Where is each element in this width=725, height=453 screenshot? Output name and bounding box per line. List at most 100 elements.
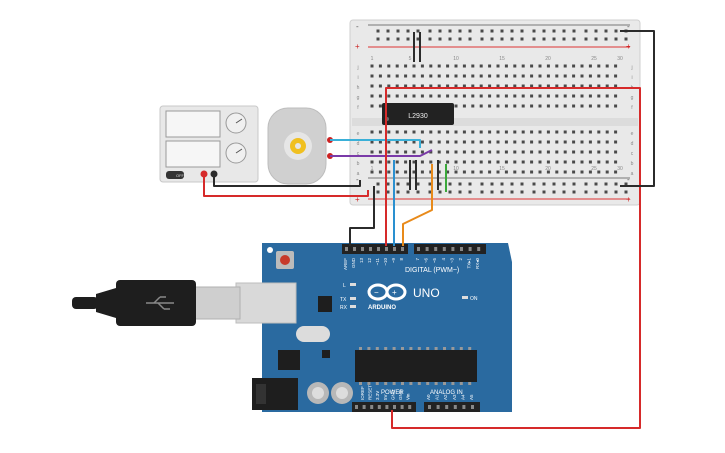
- rail-hole[interactable]: [572, 37, 576, 41]
- header-pin[interactable]: [400, 405, 404, 409]
- breadboard-hole[interactable]: [555, 94, 559, 98]
- rail-hole[interactable]: [428, 29, 432, 33]
- rail-hole[interactable]: [416, 37, 420, 41]
- breadboard-hole[interactable]: [437, 64, 441, 68]
- breadboard-hole[interactable]: [538, 74, 542, 78]
- breadboard-hole[interactable]: [479, 74, 483, 78]
- rail-hole[interactable]: [428, 37, 432, 41]
- rail-hole[interactable]: [532, 29, 536, 33]
- breadboard-hole[interactable]: [521, 84, 525, 88]
- rail-hole[interactable]: [584, 37, 588, 41]
- rail-hole[interactable]: [490, 182, 494, 186]
- breadboard-hole[interactable]: [488, 160, 492, 164]
- breadboard-hole[interactable]: [513, 160, 517, 164]
- header-pin[interactable]: [460, 247, 463, 251]
- rail-hole[interactable]: [594, 190, 598, 194]
- breadboard-hole[interactable]: [546, 170, 550, 174]
- breadboard-hole[interactable]: [370, 150, 374, 154]
- breadboard-hole[interactable]: [504, 130, 508, 134]
- breadboard-hole[interactable]: [496, 74, 500, 78]
- usb-cable[interactable]: [72, 280, 297, 326]
- header-pin[interactable]: [361, 247, 364, 251]
- breadboard-hole[interactable]: [462, 130, 466, 134]
- breadboard-hole[interactable]: [370, 160, 374, 164]
- breadboard-hole[interactable]: [530, 94, 534, 98]
- breadboard-hole[interactable]: [504, 94, 508, 98]
- breadboard-hole[interactable]: [546, 74, 550, 78]
- breadboard-hole[interactable]: [521, 104, 525, 108]
- rail-hole[interactable]: [448, 182, 452, 186]
- breadboard-hole[interactable]: [538, 94, 542, 98]
- rail-hole[interactable]: [614, 190, 618, 194]
- rail-hole[interactable]: [438, 29, 442, 33]
- breadboard-hole[interactable]: [513, 140, 517, 144]
- breadboard-hole[interactable]: [404, 140, 408, 144]
- breadboard-hole[interactable]: [605, 74, 609, 78]
- breadboard-hole[interactable]: [530, 130, 534, 134]
- breadboard-hole[interactable]: [530, 74, 534, 78]
- breadboard-hole[interactable]: [420, 74, 424, 78]
- breadboard-hole[interactable]: [605, 64, 609, 68]
- rail-hole[interactable]: [604, 190, 608, 194]
- breadboard-hole[interactable]: [605, 160, 609, 164]
- breadboard-hole[interactable]: [387, 64, 391, 68]
- rail-hole[interactable]: [458, 190, 462, 194]
- breadboard-hole[interactable]: [446, 140, 450, 144]
- breadboard-hole[interactable]: [563, 64, 567, 68]
- rail-hole[interactable]: [624, 37, 628, 41]
- rail-hole[interactable]: [542, 29, 546, 33]
- breadboard-hole[interactable]: [387, 150, 391, 154]
- breadboard-hole[interactable]: [479, 84, 483, 88]
- breadboard-hole[interactable]: [378, 140, 382, 144]
- header-pin[interactable]: [345, 247, 348, 251]
- rail-hole[interactable]: [376, 29, 380, 33]
- breadboard-hole[interactable]: [538, 170, 542, 174]
- header-pin[interactable]: [401, 247, 404, 251]
- breadboard-hole[interactable]: [572, 84, 576, 88]
- rail-hole[interactable]: [604, 182, 608, 186]
- breadboard-hole[interactable]: [429, 150, 433, 154]
- breadboard-hole[interactable]: [555, 104, 559, 108]
- breadboard-hole[interactable]: [378, 160, 382, 164]
- breadboard-hole[interactable]: [395, 84, 399, 88]
- breadboard-hole[interactable]: [605, 104, 609, 108]
- breadboard-hole[interactable]: [588, 64, 592, 68]
- header-pin[interactable]: [369, 247, 372, 251]
- rail-hole[interactable]: [448, 29, 452, 33]
- header-pin[interactable]: [442, 247, 446, 251]
- rail-hole[interactable]: [624, 182, 628, 186]
- breadboard-hole[interactable]: [488, 64, 492, 68]
- rail-hole[interactable]: [542, 190, 546, 194]
- breadboard-hole[interactable]: [521, 150, 525, 154]
- breadboard-hole[interactable]: [588, 130, 592, 134]
- header-pin[interactable]: [393, 405, 396, 409]
- breadboard-hole[interactable]: [555, 84, 559, 88]
- breadboard-hole[interactable]: [597, 150, 601, 154]
- breadboard-hole[interactable]: [563, 140, 567, 144]
- breadboard-hole[interactable]: [597, 84, 601, 88]
- breadboard-hole[interactable]: [546, 64, 550, 68]
- breadboard-hole[interactable]: [521, 64, 525, 68]
- breadboard-hole[interactable]: [572, 74, 576, 78]
- breadboard-hole[interactable]: [572, 160, 576, 164]
- breadboard-hole[interactable]: [504, 84, 508, 88]
- breadboard-hole[interactable]: [479, 160, 483, 164]
- breadboard-hole[interactable]: [614, 74, 618, 78]
- breadboard-hole[interactable]: [378, 130, 382, 134]
- breadboard-hole[interactable]: [446, 64, 450, 68]
- breadboard-hole[interactable]: [513, 74, 517, 78]
- breadboard-hole[interactable]: [513, 150, 517, 154]
- breadboard-hole[interactable]: [580, 150, 584, 154]
- breadboard-hole[interactable]: [429, 140, 433, 144]
- breadboard-hole[interactable]: [513, 130, 517, 134]
- breadboard-hole[interactable]: [496, 64, 500, 68]
- rail-hole[interactable]: [614, 37, 618, 41]
- breadboard-hole[interactable]: [387, 160, 391, 164]
- header-pin[interactable]: [393, 247, 396, 251]
- breadboard-hole[interactable]: [530, 140, 534, 144]
- rail-hole[interactable]: [396, 37, 400, 41]
- breadboard-hole[interactable]: [471, 150, 475, 154]
- breadboard-hole[interactable]: [479, 94, 483, 98]
- rail-hole[interactable]: [520, 37, 524, 41]
- breadboard-hole[interactable]: [546, 104, 550, 108]
